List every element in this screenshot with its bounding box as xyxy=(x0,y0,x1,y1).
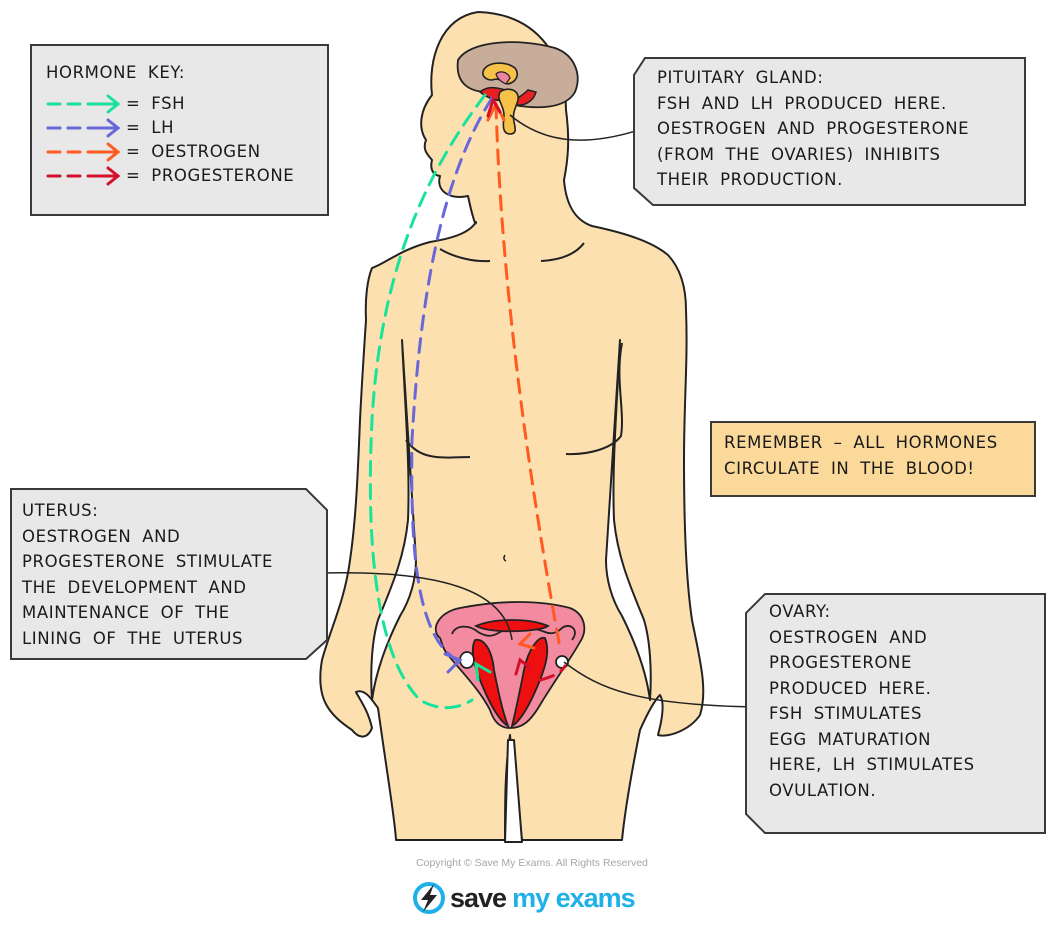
dashed-arrow-icon xyxy=(46,166,121,185)
hormone-pathways xyxy=(368,93,567,709)
uterus-label: UTERUS: OESTROGEN AND PROGESTERONE STIMU… xyxy=(10,488,328,660)
ovary-text-line: PRODUCED HERE. xyxy=(769,678,932,698)
pituitary-text-line: OESTROGEN AND PROGESTERONE xyxy=(657,119,970,138)
lh-pathway xyxy=(410,96,494,664)
uterus-connector xyxy=(319,571,513,641)
body-silhouette xyxy=(319,11,705,843)
uterus xyxy=(434,601,586,729)
dashed-arrow-icon xyxy=(46,142,121,161)
uterus-text-line: THE DEVELOPMENT AND xyxy=(22,577,247,597)
dashed-arrow-icon xyxy=(46,94,121,113)
key-item-oestrogen: = OESTROGEN xyxy=(46,140,327,164)
ovary-heading: OVARY: xyxy=(769,602,831,621)
uterus-text-line: OESTROGEN AND xyxy=(22,526,181,546)
uterus-text-line: PROGESTERONE STIMULATE xyxy=(22,552,274,571)
hormone-key-title: HORMONE KEY: xyxy=(46,63,185,82)
pituitary-connector xyxy=(509,114,646,141)
uterus-text-line: LINING OF THE UTERUS xyxy=(22,628,244,648)
key-item-lh: = LH xyxy=(46,116,327,140)
remember-text-line: REMEMBER – ALL HORMONES xyxy=(724,433,998,452)
uterus-text-line: MAINTENANCE OF THE xyxy=(22,603,230,622)
pituitary-heading: PITUITARY GLAND: xyxy=(657,68,824,87)
arrowheads xyxy=(443,96,536,682)
pituitary-text-line: (FROM THE OVARIES) INHIBITS xyxy=(657,144,941,164)
ovary-connector xyxy=(563,661,756,708)
key-item-fsh: = FSH xyxy=(46,92,327,116)
ovary-text-line: PROGESTERONE xyxy=(769,653,913,672)
key-item-progesterone: = PROGESTERONE xyxy=(46,164,327,188)
dashed-arrow-icon xyxy=(46,118,121,137)
pituitary-gland xyxy=(482,62,519,135)
hormone-key: HORMONE KEY: = FSH = LH = OESTROGEN = PR… xyxy=(30,44,329,216)
ovary-text-line: OESTROGEN AND xyxy=(769,627,928,647)
logo-word-myexams: my exams xyxy=(512,882,636,913)
uterus-heading: UTERUS: xyxy=(22,501,99,520)
logo-word-save: save xyxy=(450,882,507,913)
pituitary-text-line: THEIR PRODUCTION. xyxy=(657,170,843,189)
copyright-text: Copyright © Save My Exams. All Rights Re… xyxy=(416,857,648,869)
fsh-pathway xyxy=(368,93,487,709)
ovary-text-line: OVULATION. xyxy=(769,780,877,800)
ovary-text-line: EGG MATURATION xyxy=(769,729,932,749)
pituitary-label: PITUITARY GLAND: FSH AND LH PRODUCED HER… xyxy=(633,57,1026,206)
remember-note: REMEMBER – ALL HORMONES CIRCULATE IN THE… xyxy=(710,421,1036,497)
remember-text-line: CIRCULATE IN THE BLOOD! xyxy=(724,458,975,478)
ovary-text-line: FSH STIMULATES xyxy=(769,704,923,723)
save-my-exams-logo[interactable]: save my exams xyxy=(412,880,636,916)
ovary-label: OVARY: OESTROGEN AND PROGESTERONE PRODUC… xyxy=(745,593,1046,834)
ovary-text-line: HERE, LH STIMULATES xyxy=(769,755,975,774)
lightning-bolt-icon xyxy=(413,882,445,914)
progesterone-pathway xyxy=(538,664,567,682)
pituitary-text-line: FSH AND LH PRODUCED HERE. xyxy=(657,93,947,113)
